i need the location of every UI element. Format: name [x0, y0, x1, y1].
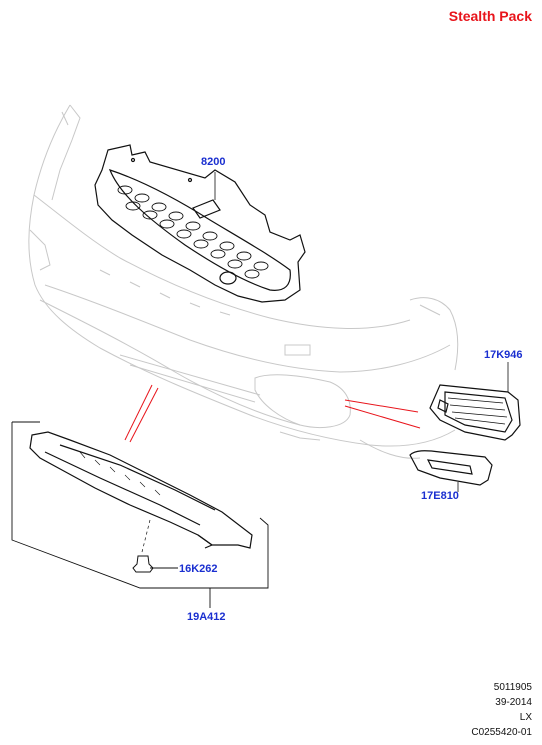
footer-code-4: C0255420-01	[471, 727, 532, 738]
red-leaders	[124, 384, 421, 443]
clip-part	[132, 555, 178, 573]
bumper-ghost	[28, 104, 459, 459]
callout-17E810[interactable]: 17E810	[421, 490, 459, 502]
callout-17K946[interactable]: 17K946	[484, 349, 523, 361]
callout-19A412[interactable]: 19A412	[187, 611, 226, 623]
callout-16K262[interactable]: 16K262	[179, 563, 218, 575]
page-title: Stealth Pack	[448, 8, 532, 24]
leader-dashed	[141, 519, 151, 553]
grille-part	[94, 144, 306, 303]
group-bracket	[11, 421, 269, 608]
finisher-part	[409, 450, 493, 486]
footer-code-3: LX	[519, 712, 532, 723]
footer-code-2: 39-2014	[495, 697, 532, 708]
footer-code-1: 5011905	[493, 682, 532, 693]
insert-part	[429, 384, 521, 441]
skid-plate-part	[29, 431, 253, 549]
callout-8200[interactable]: 8200	[201, 156, 226, 168]
